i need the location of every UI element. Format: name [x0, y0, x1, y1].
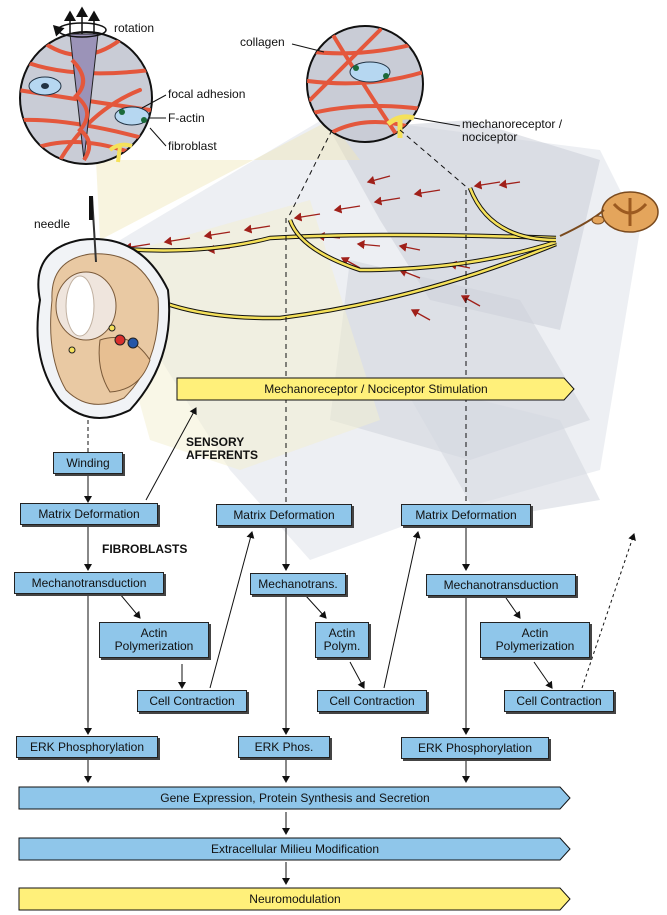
erk-phosphorylation-box: ERK Phosphorylation: [16, 736, 158, 758]
heading-line: AFFERENTS: [186, 449, 258, 462]
cell-contraction-box: Cell Contraction: [137, 690, 247, 712]
erk-phosphorylation-box: ERK Phos.: [238, 736, 330, 758]
actin-polymerization-box: Actin Polymerization: [99, 622, 209, 658]
neuromodulation-banner: Neuromodulation: [18, 887, 572, 911]
leader-line: [150, 128, 166, 146]
needle-handle: [89, 196, 93, 220]
fibroblasts-heading: FIBROBLASTS: [102, 543, 187, 556]
fibroblast-label: fibroblast: [168, 139, 217, 153]
banner-label: Neuromodulation: [249, 892, 340, 906]
nucleus: [41, 83, 49, 89]
rotation-label: rotation: [114, 21, 154, 35]
sensory-afferents-heading: SENSORY AFFERENTS: [186, 436, 258, 462]
mechanotransduction-box: Mechanotransduction: [14, 572, 164, 594]
mechanoreceptor-label: mechanoreceptor /: [462, 117, 563, 131]
banner-label: Gene Expression, Protein Synthesis and S…: [160, 791, 429, 805]
nociceptor-label: nociceptor: [462, 130, 517, 144]
needle-label: needle: [34, 217, 70, 231]
collagen-label: collagen: [240, 35, 285, 49]
needle-zoom-circle: [18, 32, 152, 164]
focal-adhesion-dot: [141, 117, 147, 123]
box-line: Polymerization: [496, 640, 575, 653]
focal-adhesion-dot: [353, 65, 359, 71]
actin-polymerization-box: Actin Polymerization: [480, 622, 590, 658]
matrix-deformation-box: Matrix Deformation: [20, 503, 158, 525]
focal-adhesion-dot: [119, 109, 125, 115]
actin-polymerization-box: Actin Polym.: [315, 622, 369, 658]
milieu-banner: Extracellular Milieu Modification: [18, 837, 572, 861]
box-line: Polymerization: [115, 640, 194, 653]
banner-label: Mechanoreceptor / Nociceptor Stimulation: [264, 382, 487, 396]
stimulation-banner: Mechanoreceptor / Nociceptor Stimulation: [176, 377, 576, 401]
focal-adhesion-label: focal adhesion: [168, 87, 245, 101]
box-line: Polym.: [324, 640, 361, 653]
focal-adhesion-dot: [383, 73, 389, 79]
matrix-deformation-box: Matrix Deformation: [401, 504, 531, 526]
f-actin-label: F-actin: [168, 111, 205, 125]
erk-phosphorylation-box: ERK Phosphorylation: [401, 737, 549, 759]
mechanotransduction-box: Mechanotrans.: [250, 573, 346, 595]
matrix-deformation-box: Matrix Deformation: [216, 504, 352, 526]
winding-box: Winding: [53, 452, 123, 474]
banner-label: Extracellular Milieu Modification: [211, 842, 379, 856]
mechanotransduction-box: Mechanotransduction: [426, 574, 576, 596]
gene-expression-banner: Gene Expression, Protein Synthesis and S…: [18, 786, 572, 810]
cell-contraction-box: Cell Contraction: [317, 690, 427, 712]
cell-contraction-box: Cell Contraction: [504, 690, 614, 712]
